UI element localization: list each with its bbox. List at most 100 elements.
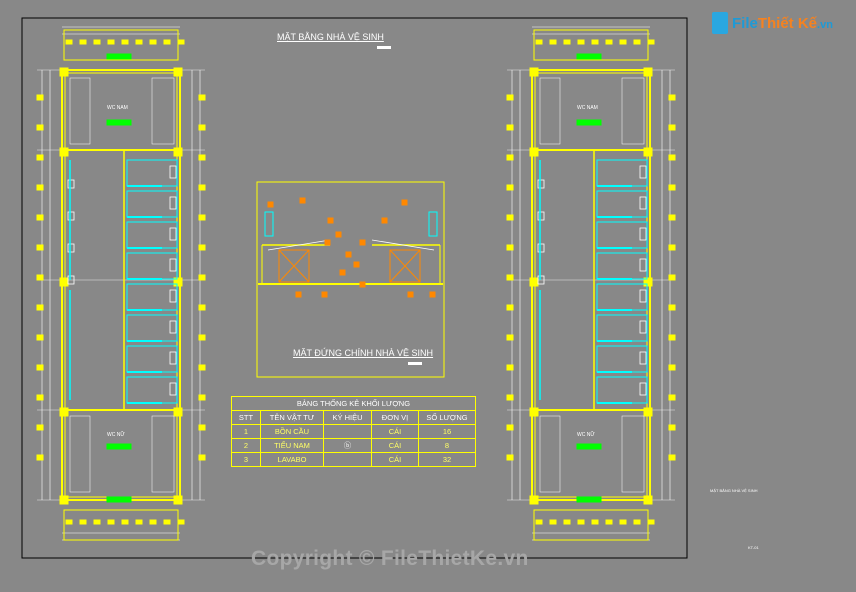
sheet-tag: KT-01	[748, 545, 759, 550]
dimension-tick	[668, 214, 676, 221]
dimension-tick	[198, 244, 206, 251]
elevation-marker	[429, 291, 436, 298]
dimension-tick	[198, 454, 206, 461]
room-outline	[621, 77, 645, 145]
toilet-fixture	[639, 258, 647, 272]
roof-outline	[533, 509, 649, 541]
dimension-tick	[668, 124, 676, 131]
table-row: 1 BỒN CẦU CÁI 16	[231, 424, 476, 439]
toilet-stall	[596, 159, 648, 187]
door-cross	[278, 249, 310, 283]
plan-title: MẶT BẰNG NHÀ VỆ SINH	[277, 32, 384, 42]
table-header-cell: TÊN VẬT TƯ	[260, 410, 324, 425]
column	[59, 147, 69, 157]
grid-tick	[65, 519, 73, 525]
column	[529, 407, 539, 417]
green-annotation	[106, 53, 132, 60]
sheet-border	[21, 17, 688, 559]
elevation-marker	[345, 251, 352, 258]
roof-outline	[533, 29, 649, 61]
toilet-stall	[126, 190, 178, 218]
dimension-tick	[36, 184, 44, 191]
elevation-marker	[295, 291, 302, 298]
roof-line	[371, 239, 435, 251]
elevation-marker	[381, 217, 388, 224]
column	[529, 67, 539, 77]
dimension-tick	[506, 244, 514, 251]
toilet-fixture	[169, 320, 177, 334]
grid-tick	[135, 519, 143, 525]
grid-tick	[549, 39, 557, 45]
side-note: MẶT BẰNG NHÀ VỆ SINH	[710, 488, 758, 493]
column	[643, 407, 653, 417]
site-logo[interactable]: FileThiết Kế.vn	[712, 12, 833, 34]
grid-tick	[121, 519, 129, 525]
dimension-tick	[198, 304, 206, 311]
dimension-tick	[668, 184, 676, 191]
column	[173, 67, 183, 77]
table-cell: CÁI	[371, 438, 419, 453]
column	[59, 407, 69, 417]
grid-tick	[149, 39, 157, 45]
toilet-fixture	[169, 227, 177, 241]
urinal-symbol-icon: ⓑ	[323, 438, 372, 453]
column	[173, 147, 183, 157]
room-outline	[69, 415, 91, 493]
toilet-stall	[596, 314, 648, 342]
column	[59, 67, 69, 77]
toilet-fixture	[639, 289, 647, 303]
room-outline	[151, 415, 175, 493]
grid-tick	[121, 39, 129, 45]
column	[173, 277, 183, 287]
table-header-cell: ĐƠN VỊ	[371, 410, 419, 425]
grid-tick	[549, 519, 557, 525]
column	[529, 277, 539, 287]
dimension-tick	[668, 454, 676, 461]
dimension-tick	[668, 244, 676, 251]
copyright-watermark: Copyright © FileThietKe.vn	[251, 547, 529, 570]
dimension-tick	[198, 364, 206, 371]
toilet-fixture	[169, 351, 177, 365]
column	[173, 495, 183, 505]
dimension-tick	[36, 364, 44, 371]
grid-tick	[605, 519, 613, 525]
dimension-tick	[198, 214, 206, 221]
grid-tick	[107, 39, 115, 45]
table-cell: TIỂU NAM	[260, 438, 324, 453]
toilet-stall	[596, 221, 648, 249]
grid-tick	[79, 39, 87, 45]
room-outline	[539, 415, 561, 493]
dimension-tick	[198, 154, 206, 161]
lavabo-fixture	[67, 211, 75, 221]
column	[59, 277, 69, 287]
elevation-marker	[299, 197, 306, 204]
elevation-marker	[353, 261, 360, 268]
room-outline	[151, 77, 175, 145]
grid-tick	[535, 39, 543, 45]
lavabo-fixture	[67, 243, 75, 253]
grid-tick	[591, 39, 599, 45]
column	[643, 495, 653, 505]
toilet-stall	[596, 190, 648, 218]
green-annotation	[576, 53, 602, 60]
dimension-tick	[198, 394, 206, 401]
lavabo-fixture	[67, 179, 75, 189]
dimension-tick	[36, 214, 44, 221]
dimension-tick	[668, 94, 676, 101]
toilet-fixture	[639, 382, 647, 396]
grid-tick	[79, 519, 87, 525]
elevation-marker	[359, 281, 366, 288]
lavabo-fixture	[67, 275, 75, 285]
toilet-fixture	[639, 320, 647, 334]
table-row: 2 TIỂU NAM ⓑ CÁI 8	[231, 438, 476, 453]
dimension-tick	[668, 304, 676, 311]
dimension-tick	[506, 154, 514, 161]
grid-tick	[177, 519, 185, 525]
dimension-tick	[36, 244, 44, 251]
dimension-tick	[506, 334, 514, 341]
dimension-tick	[668, 364, 676, 371]
quantity-table: BẢNG THỐNG KÊ KHỐI LƯỢNG STT TÊN VẬT TƯ …	[231, 396, 476, 467]
green-annotation	[106, 496, 132, 503]
green-annotation	[576, 443, 602, 450]
logo-text: FileThiết Kế.vn	[732, 14, 833, 32]
